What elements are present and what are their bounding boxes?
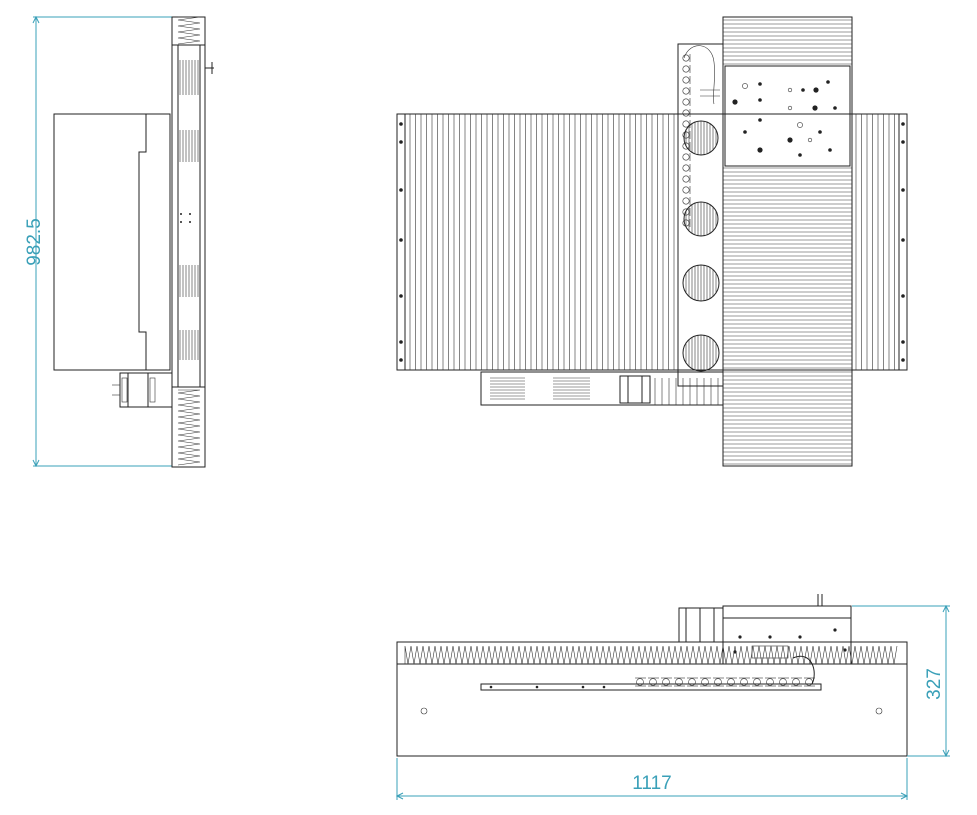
carriage-plate (724, 65, 851, 167)
height-dimension: 982.5 (24, 15, 172, 468)
side-view: 982.5 (24, 15, 214, 468)
top-cable-chain (677, 43, 724, 387)
height-dimension-label: 982.5 (24, 218, 45, 266)
width-dimension: 1117 (395, 758, 909, 800)
motor-box (53, 113, 171, 371)
front-carriage (722, 605, 852, 665)
side-cable-carrier (112, 372, 173, 408)
side-rail (171, 16, 214, 468)
top-view (396, 16, 908, 467)
lower-housing (480, 371, 724, 406)
width-dimension-label: 1117 (632, 773, 671, 794)
depth-dimension-label: 327 (924, 668, 945, 700)
front-view: 1117 327 (395, 594, 950, 800)
depth-dimension: 327 (852, 604, 950, 758)
front-track (480, 683, 822, 691)
carriage-column (722, 16, 853, 467)
